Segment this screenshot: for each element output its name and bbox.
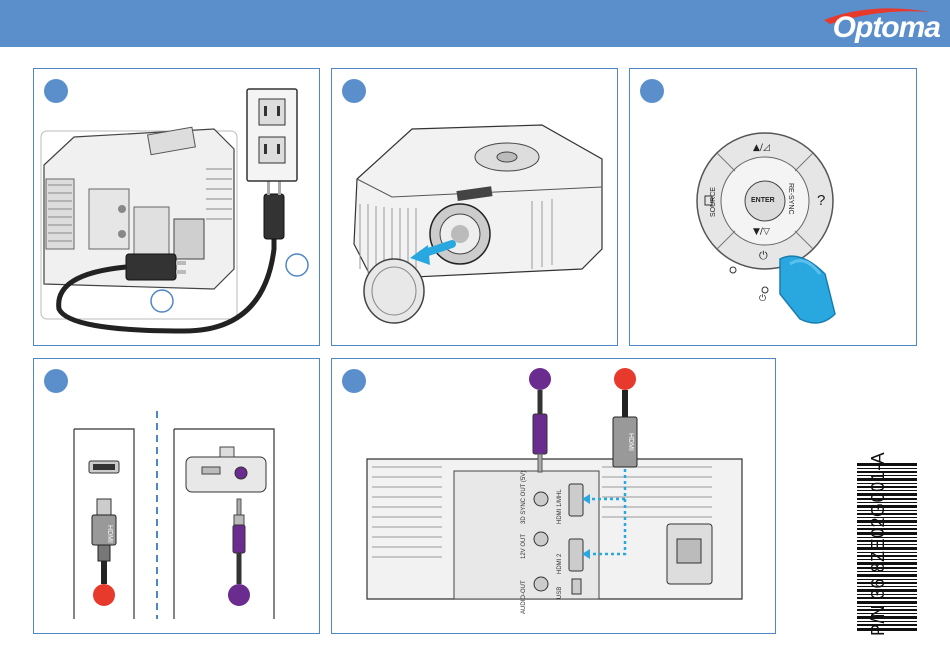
brand-name: Optoma xyxy=(833,13,940,43)
lens-cap-illustration xyxy=(332,69,618,346)
rear-ports-illustration: HDMI xyxy=(332,359,776,634)
sync-port-label: 3D SYNC OUT (5V) xyxy=(521,471,527,524)
hdmi2-port-label: HDMI 2 xyxy=(557,554,563,574)
hdmi-cable-label: HDMI xyxy=(627,433,634,451)
optoma-logo: Optoma xyxy=(790,4,940,44)
power-led-icon: ⏻ xyxy=(759,294,766,304)
resync-key-label[interactable]: RE-SYNC xyxy=(787,183,794,215)
down-key-label[interactable]: ▼/▽ xyxy=(753,227,770,237)
source-key-label[interactable]: SOURCE xyxy=(710,187,717,217)
hdmi-plug-label: HDMI xyxy=(106,525,113,543)
projector-power-illustration xyxy=(34,69,320,346)
header-bar: Optoma xyxy=(0,0,950,47)
audio-port-label: AUDIO-OUT xyxy=(521,580,527,614)
panel-power-connection xyxy=(33,68,320,346)
part-number: P/N 36.8ZE02G001-A xyxy=(868,452,888,636)
cable-ends-illustration: HDMI xyxy=(34,359,320,634)
up-key-label[interactable]: ▲/◿ xyxy=(753,143,770,153)
hdmi1-port-label: HDMI 1/MHL xyxy=(557,489,563,524)
panel-cable-ends: HDMI xyxy=(33,358,320,634)
help-key-label[interactable]: ? xyxy=(817,192,825,209)
usb-port-label: USB xyxy=(557,587,563,599)
panel-rear-ports: HDMI 3D SYNC OUT (5V) 12V OUT AUDIO-OUT … xyxy=(331,358,776,634)
power-button[interactable]: ⏻ xyxy=(759,249,768,263)
enter-button[interactable]: ENTER xyxy=(751,197,775,204)
out12-port-label: 12V OUT xyxy=(521,534,527,559)
keypad-illustration xyxy=(630,69,917,346)
panel-lens-cap xyxy=(331,68,618,346)
panel-power-button: ▲/◿ ▼/▽ ENTER SOURCE RE-SYNC ? ⏻ ⏻ xyxy=(629,68,917,346)
